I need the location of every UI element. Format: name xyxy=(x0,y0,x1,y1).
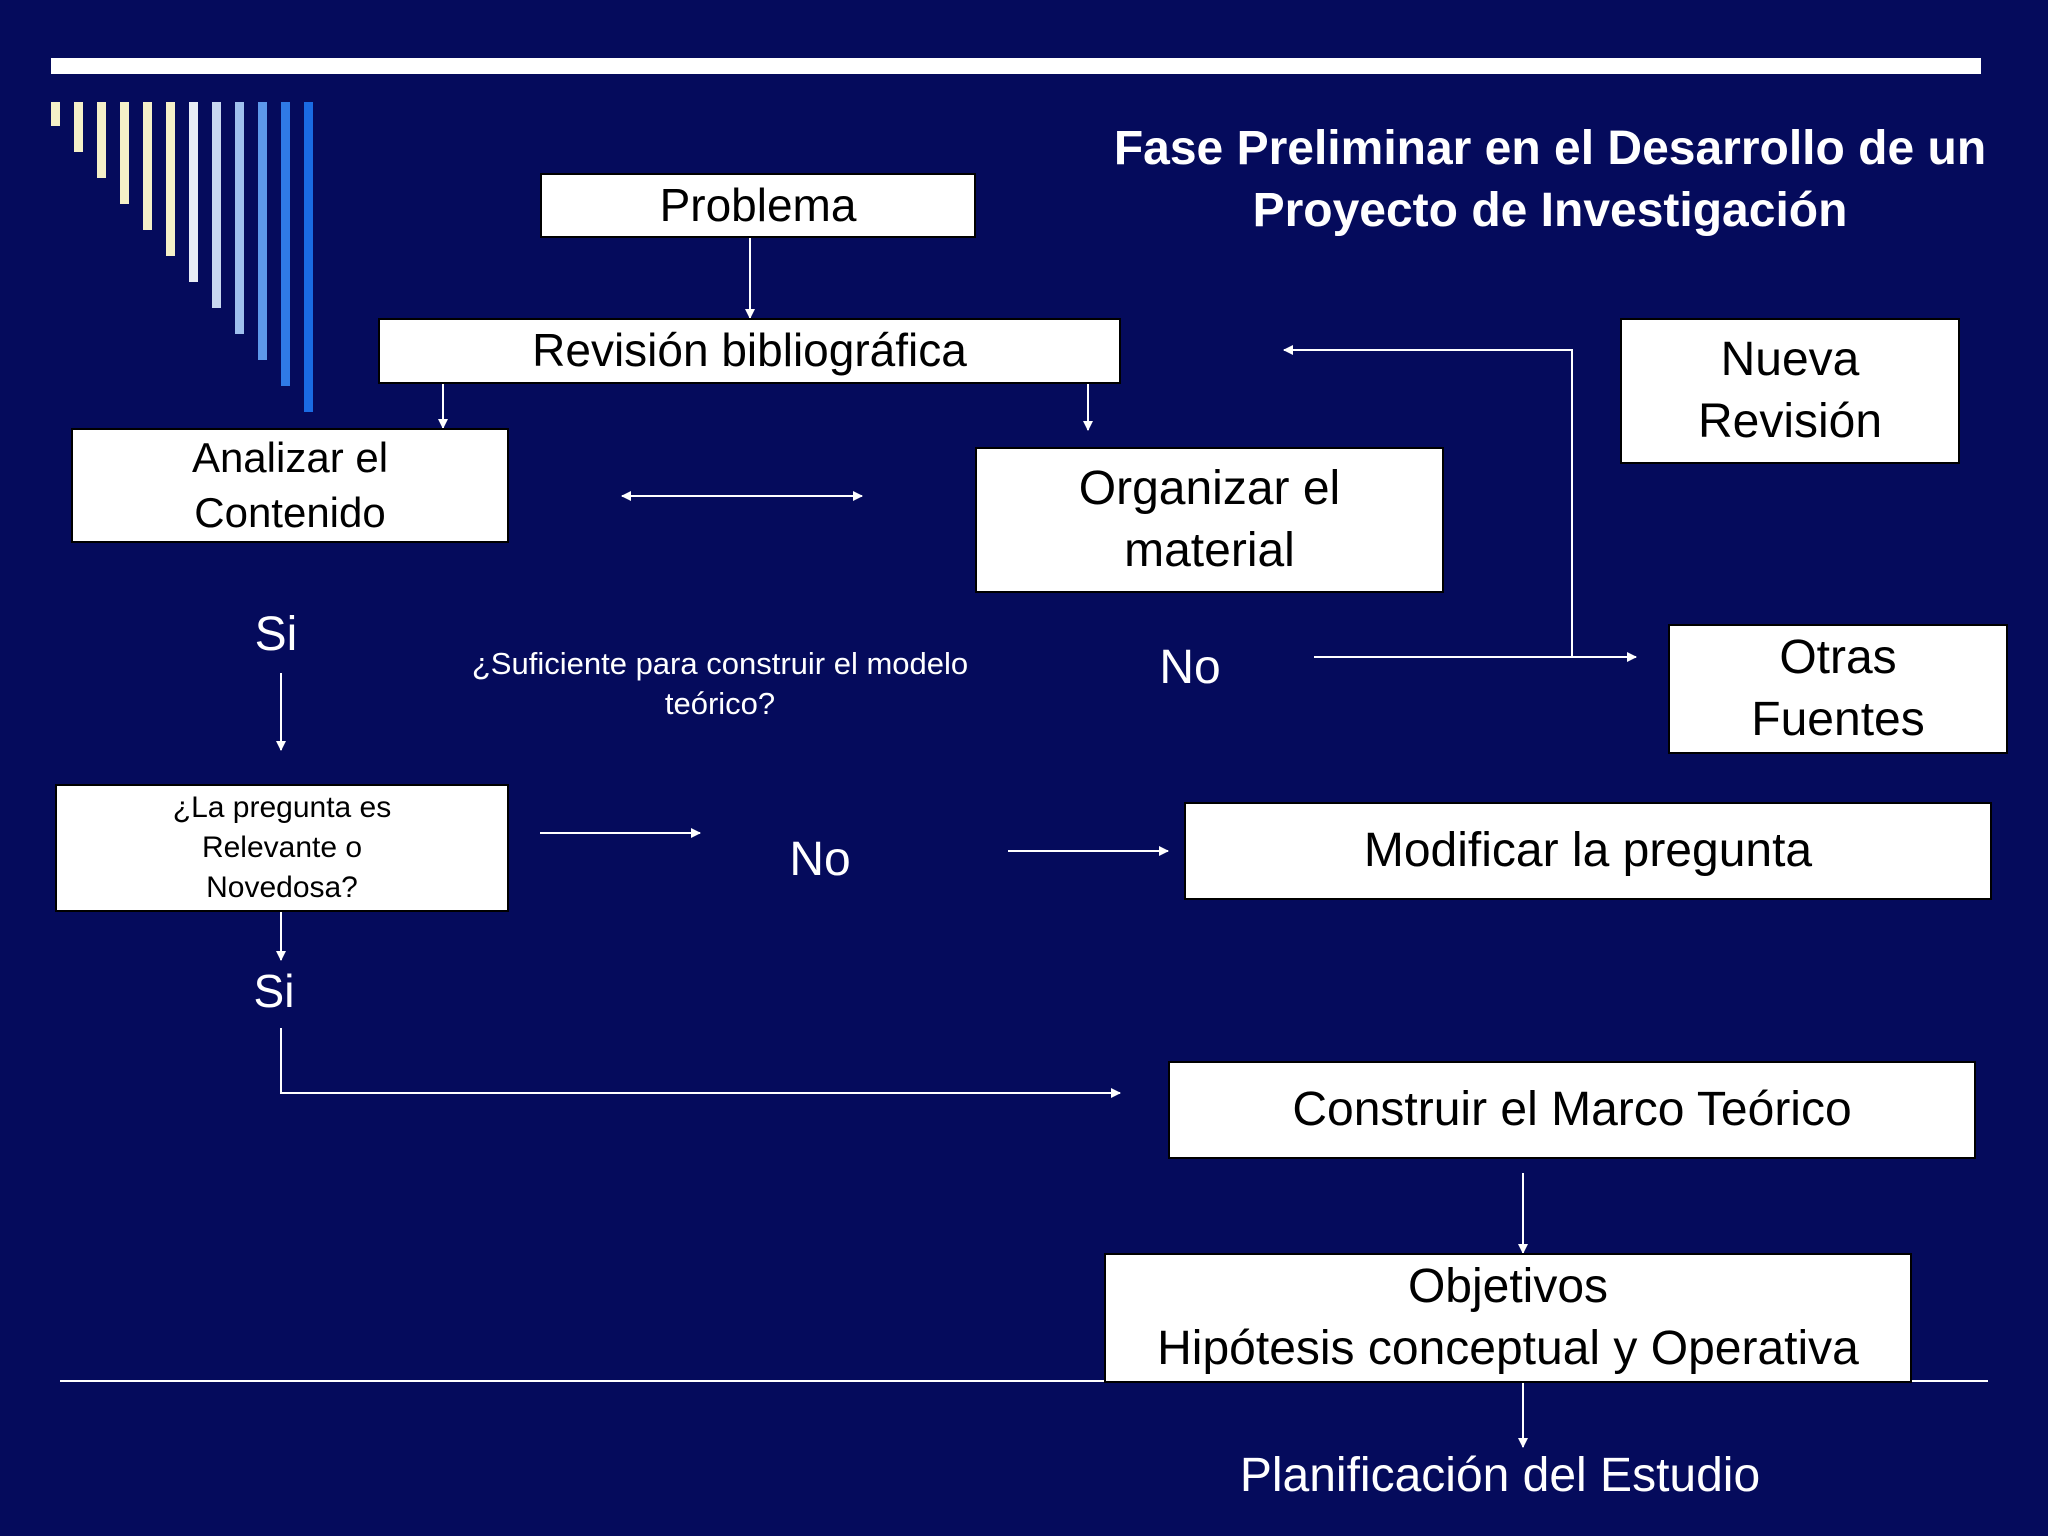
label-no-2: No xyxy=(789,833,851,886)
decorative-stripe xyxy=(74,102,83,152)
box-problema-text: Problema xyxy=(659,178,857,231)
box-marco-teorico: Construir el Marco Teórico xyxy=(1168,1061,1976,1159)
box-objetivos-text: Objetivos Hipótesis conceptual y Operati… xyxy=(1157,1259,1859,1375)
page-title: Fase Preliminar en el Desarrollo de un P… xyxy=(1113,122,1987,237)
label-no-1: No xyxy=(1159,641,1221,694)
box-revision-text: Revisión bibliográfica xyxy=(532,324,967,377)
box-problema: Problema xyxy=(540,173,976,238)
label-si-1: Si xyxy=(254,608,298,661)
box-otras-fuentes: Otras Fuentes xyxy=(1668,624,2008,754)
box-pregunta-relevante: ¿La pregunta es Relevante o Novedosa? xyxy=(55,784,509,912)
decorative-stripe xyxy=(51,102,60,126)
box-organizar-text: Organizar el material xyxy=(1078,461,1341,577)
box-nueva-revision-text: Nueva Revisión xyxy=(1697,332,1883,448)
label-suficiente-question: ¿Suficiente para construir el modelo teó… xyxy=(471,646,969,721)
decorative-stripe xyxy=(143,102,152,230)
decorative-stripe xyxy=(235,102,244,334)
label-planificacion-estudio: Planificación del Estudio xyxy=(1239,1449,1761,1502)
box-otras-fuentes-text: Otras Fuentes xyxy=(1751,630,1925,746)
arrow-si-marco xyxy=(280,1028,1121,1098)
box-modificar-text: Modificar la pregunta xyxy=(1363,824,1813,877)
box-objetivos-hipotesis: Objetivos Hipótesis conceptual y Operati… xyxy=(1104,1253,1912,1383)
decorative-stripe xyxy=(166,102,175,256)
box-pregunta-text: ¿La pregunta es Relevante o Novedosa? xyxy=(172,791,392,904)
decorative-stripe xyxy=(304,102,313,412)
arrow-feedback-revision xyxy=(1283,345,1573,657)
label-si-2: Si xyxy=(253,965,295,1017)
decorative-stripe xyxy=(120,102,129,204)
box-analizar-contenido: Analizar el Contenido xyxy=(71,428,509,543)
box-analizar-text: Analizar el Contenido xyxy=(191,433,389,536)
decorative-stripe xyxy=(189,102,198,282)
decorative-stripe xyxy=(258,102,267,360)
box-revision-bibliografica: Revisión bibliográfica xyxy=(378,318,1121,384)
box-nueva-revision: Nueva Revisión xyxy=(1620,318,1960,464)
box-modificar-pregunta: Modificar la pregunta xyxy=(1184,802,1992,900)
decorative-stripe xyxy=(212,102,221,308)
top-rule xyxy=(51,58,1981,74)
box-organizar-material: Organizar el material xyxy=(975,447,1444,593)
decorative-stripe xyxy=(97,102,106,178)
decorative-stripe xyxy=(281,102,290,386)
box-marco-text: Construir el Marco Teórico xyxy=(1292,1083,1852,1136)
